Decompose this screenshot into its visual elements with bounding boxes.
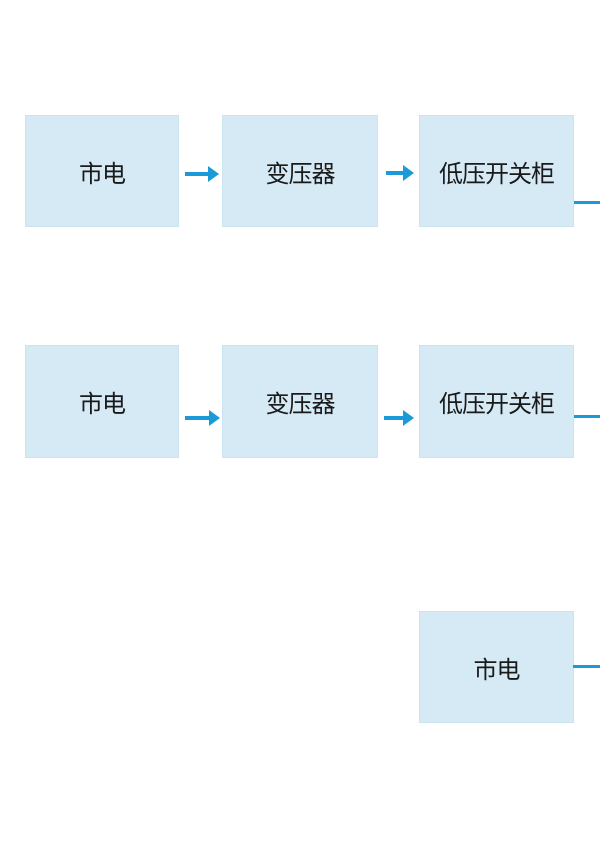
flow-node-lv-switchgear-1: 低压开关柜 xyxy=(419,115,574,227)
node-label: 市电 xyxy=(79,391,126,418)
arrow-head xyxy=(209,410,220,426)
connector-line-right xyxy=(573,665,600,668)
arrow-shaft xyxy=(185,416,209,420)
flow-node-mains-power-3: 市电 xyxy=(419,611,574,723)
flow-node-transformer-2: 变压器 xyxy=(222,345,378,458)
arrow-head xyxy=(403,410,414,426)
arrow-right-icon xyxy=(384,410,414,426)
node-label: 市电 xyxy=(79,160,126,188)
arrow-head xyxy=(208,166,219,182)
arrow-right-icon xyxy=(386,165,414,181)
arrow-shaft xyxy=(386,171,403,175)
node-label: 低压开关柜 xyxy=(439,391,555,418)
arrow-head xyxy=(403,165,414,181)
flow-node-mains-power-2: 市电 xyxy=(25,345,179,458)
node-label: 市电 xyxy=(473,656,521,684)
arrow-shaft xyxy=(384,416,403,420)
node-label: 变压器 xyxy=(265,160,336,188)
connector-line-right xyxy=(574,415,600,418)
connector-line-right xyxy=(574,201,600,204)
node-label: 低压开关柜 xyxy=(439,160,555,188)
flow-node-mains-power-1: 市电 xyxy=(25,115,179,227)
arrow-right-icon xyxy=(185,410,220,426)
arrow-right-icon xyxy=(185,166,219,182)
flow-node-lv-switchgear-2: 低压开关柜 xyxy=(419,345,574,458)
node-label: 变压器 xyxy=(265,391,336,418)
flow-node-transformer-1: 变压器 xyxy=(222,115,378,227)
arrow-shaft xyxy=(185,172,208,176)
